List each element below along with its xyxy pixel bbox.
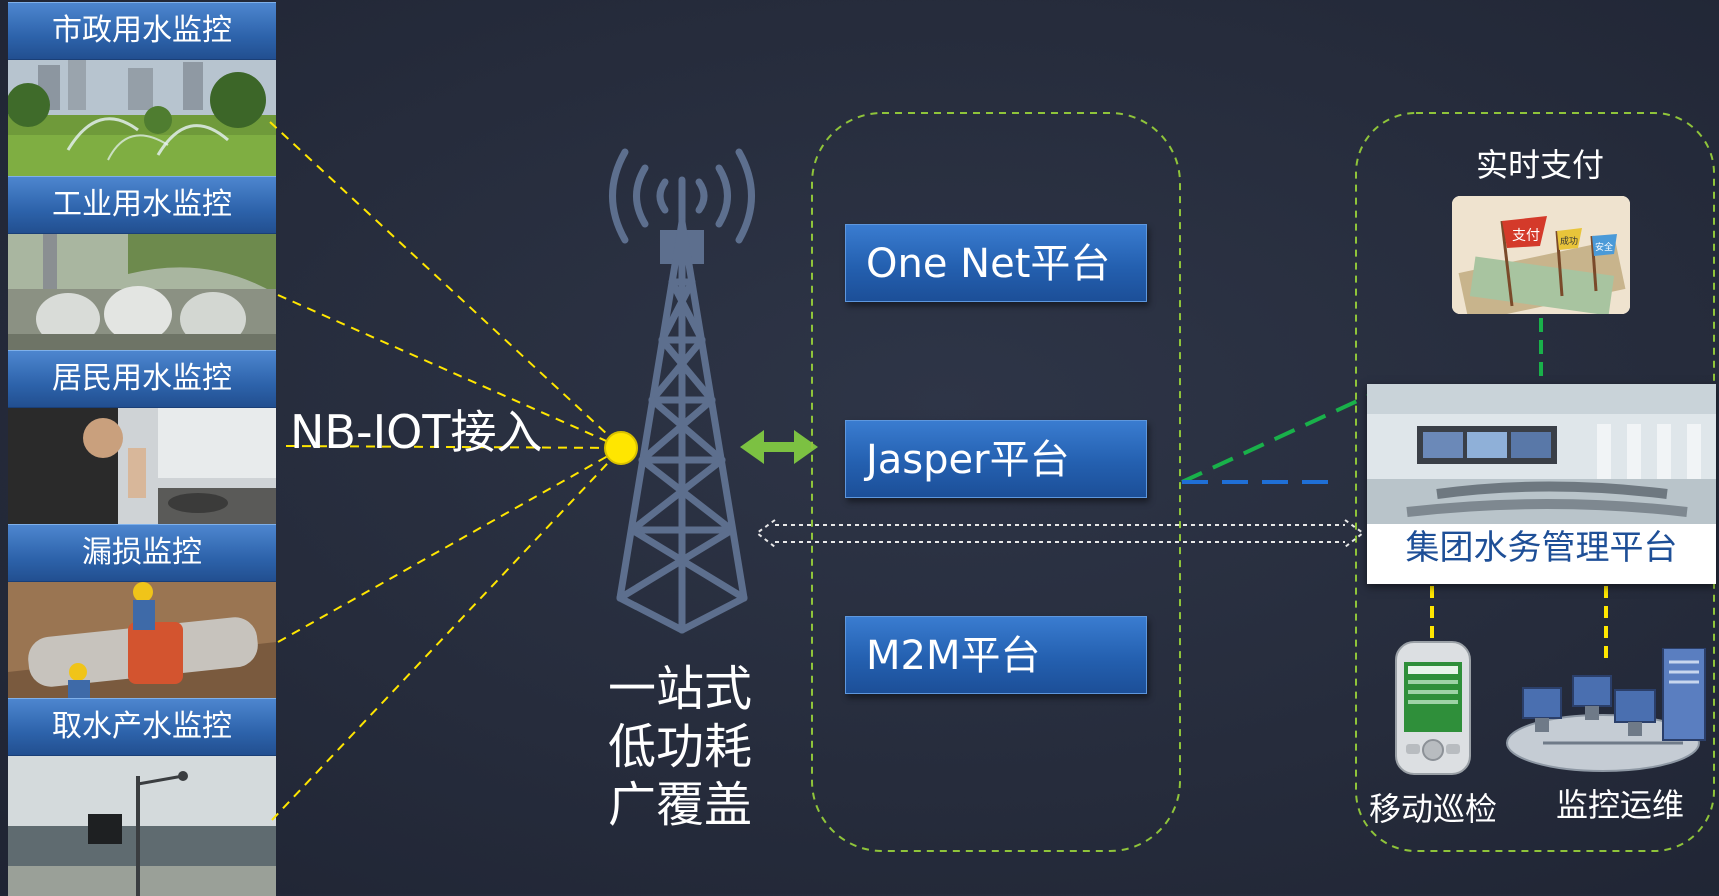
- group-platform-title: 集团水务管理平台: [1405, 528, 1678, 568]
- tower-caption-line: 一站式: [607, 661, 752, 717]
- payment-label: 实时支付: [1475, 146, 1604, 184]
- bidirectional-arrow-icon: [740, 430, 818, 464]
- tower-caption-line: 低功耗: [607, 719, 752, 775]
- water-intake-photo: [8, 756, 276, 896]
- platform-onenet: One Net平台: [845, 224, 1147, 302]
- monitor-card-residential: 居民用水监控: [8, 350, 276, 526]
- monitor-card-title: 取水产水监控: [8, 698, 276, 756]
- signal-point: [604, 431, 638, 465]
- monitor-card-industrial: 工业用水监控: [8, 176, 276, 352]
- platform-jasper: Jasper平台: [845, 420, 1147, 498]
- access-label: NB-IOT接入: [290, 405, 543, 459]
- ops-label: 监控运维: [1555, 786, 1684, 824]
- residential-meter-photo: [8, 408, 276, 526]
- pipe-repair-photo: [8, 582, 276, 700]
- monitor-card-intake: 取水产水监控: [8, 698, 276, 896]
- platform-m2m: M2M平台: [845, 616, 1147, 694]
- payment-flag-text: 成功: [1560, 235, 1578, 247]
- computer-network-icon: [1503, 647, 1713, 777]
- payment-image: 支付 成功 安全: [1452, 196, 1630, 314]
- monitor-card-title: 居民用水监控: [8, 350, 276, 408]
- control-room-image: [1367, 384, 1716, 524]
- monitor-card-leakage: 漏损监控: [8, 524, 276, 700]
- monitor-card-title: 工业用水监控: [8, 176, 276, 234]
- payment-flag-text: 支付: [1512, 228, 1540, 244]
- tower-caption-line: 广覆盖: [607, 777, 752, 833]
- platform-group-border: [811, 112, 1181, 852]
- radio-tower-icon: [609, 148, 755, 634]
- monitor-card-title: 市政用水监控: [8, 2, 276, 60]
- monitor-card-municipal: 市政用水监控: [8, 2, 276, 178]
- payment-flag-text: 安全: [1595, 241, 1613, 253]
- group-water-platform: 集团水务管理平台: [1367, 384, 1716, 584]
- mobile-label: 移动巡检: [1368, 790, 1497, 828]
- monitor-card-title: 漏损监控: [8, 524, 276, 582]
- municipal-irrigation-photo: [8, 60, 276, 178]
- tower-caption: 一站式 低功耗 广覆盖: [605, 660, 755, 834]
- data-flow-arrow: [755, 519, 1365, 548]
- industrial-tanks-photo: [8, 234, 276, 352]
- mobile-device-icon: [1394, 640, 1472, 780]
